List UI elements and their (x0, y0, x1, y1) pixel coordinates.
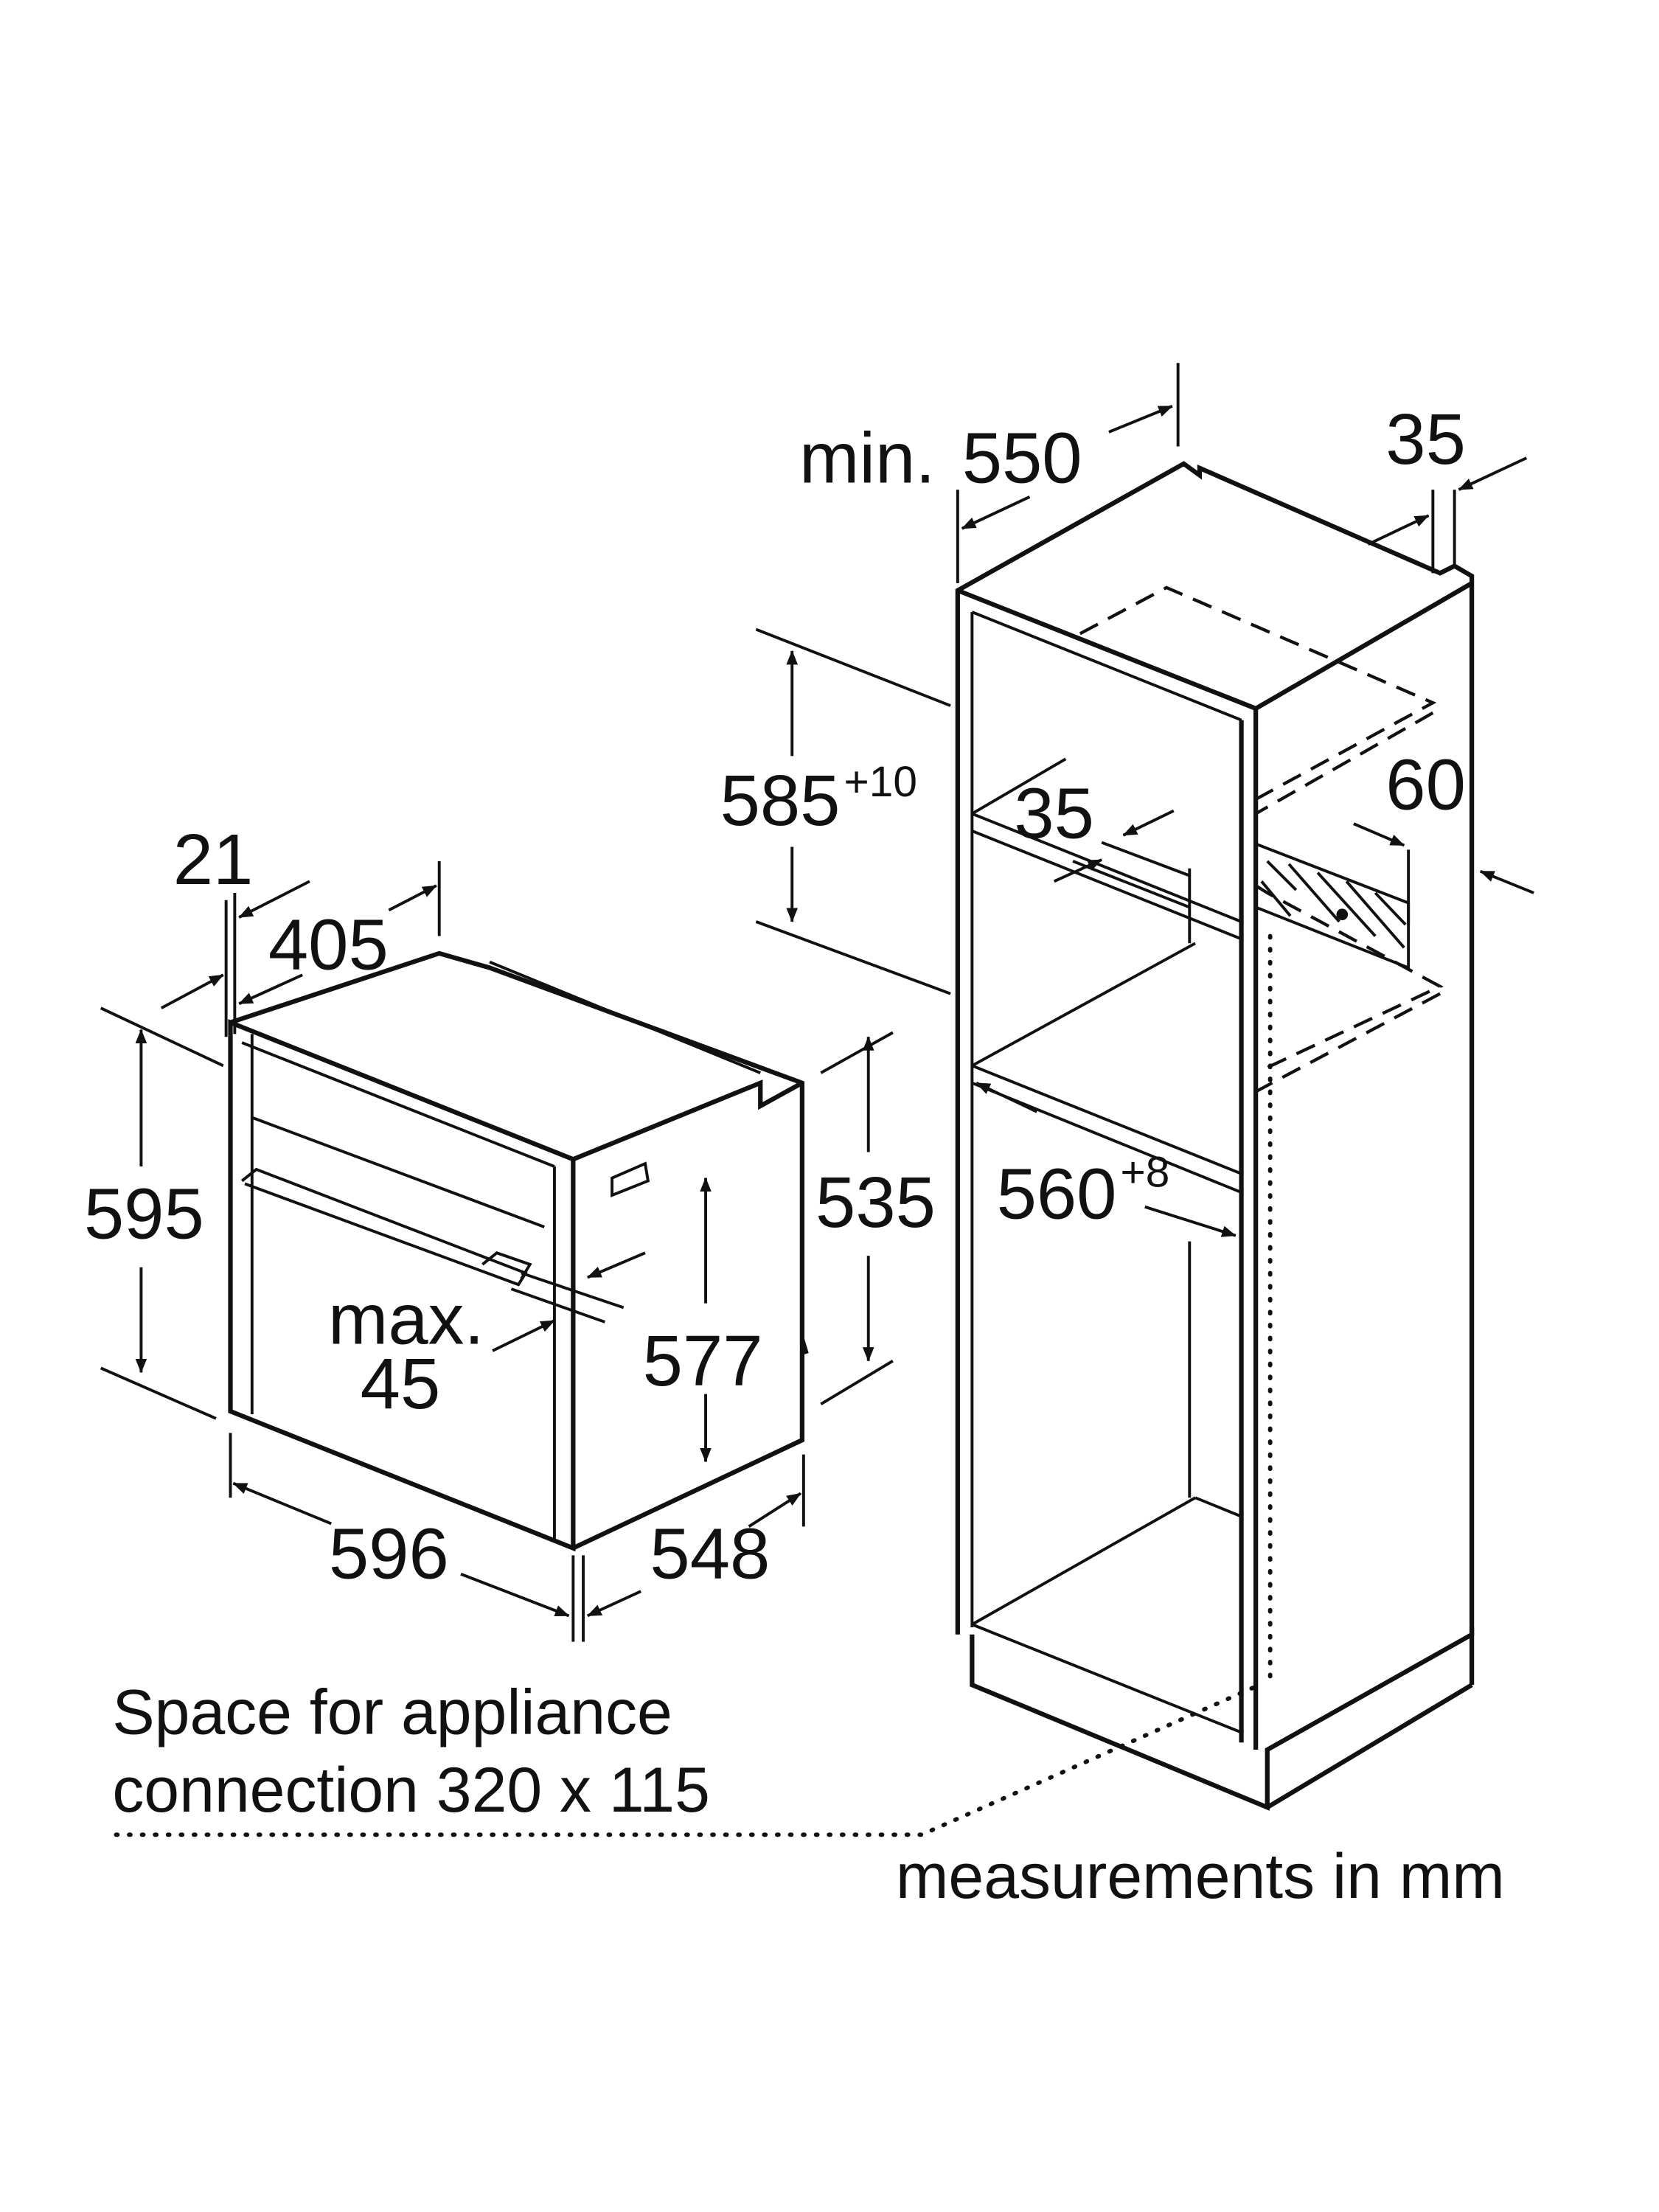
oven-drawing (228, 950, 809, 1552)
dim-585-tolerance: +10 (844, 758, 917, 806)
dim-21: 21 (173, 819, 254, 900)
dim-585: 585 (720, 760, 841, 841)
cabinet-drawing (113, 461, 1475, 1837)
dim-596: 596 (329, 1514, 449, 1594)
dim-577: 577 (643, 1321, 763, 1401)
dim-45: 45 (361, 1343, 441, 1424)
vent-hatch (1254, 841, 1411, 970)
dim-60: 60 (1385, 745, 1466, 825)
connection-note-line1: Space for appliance (112, 1677, 672, 1748)
dim-min-label: min. (799, 417, 935, 498)
dim-535: 535 (815, 1162, 936, 1242)
dim-35-top: 35 (1385, 399, 1466, 479)
units-note: measurements in mm (896, 1841, 1505, 1912)
cabinet-dimensions (755, 363, 1534, 1237)
connection-note-line2: connection 320 x 115 (112, 1755, 710, 1826)
dim-550: 550 (962, 417, 1082, 498)
dim-560: 560 (997, 1153, 1117, 1234)
dim-405: 405 (268, 904, 389, 984)
dim-548: 548 (650, 1514, 770, 1594)
dim-max-label: max. (328, 1279, 484, 1359)
dim-35-shelf: 35 (1014, 773, 1094, 854)
dim-560-tolerance: +8 (1121, 1148, 1170, 1196)
dim-595: 595 (84, 1174, 204, 1254)
oven-dimensions (100, 860, 894, 1642)
